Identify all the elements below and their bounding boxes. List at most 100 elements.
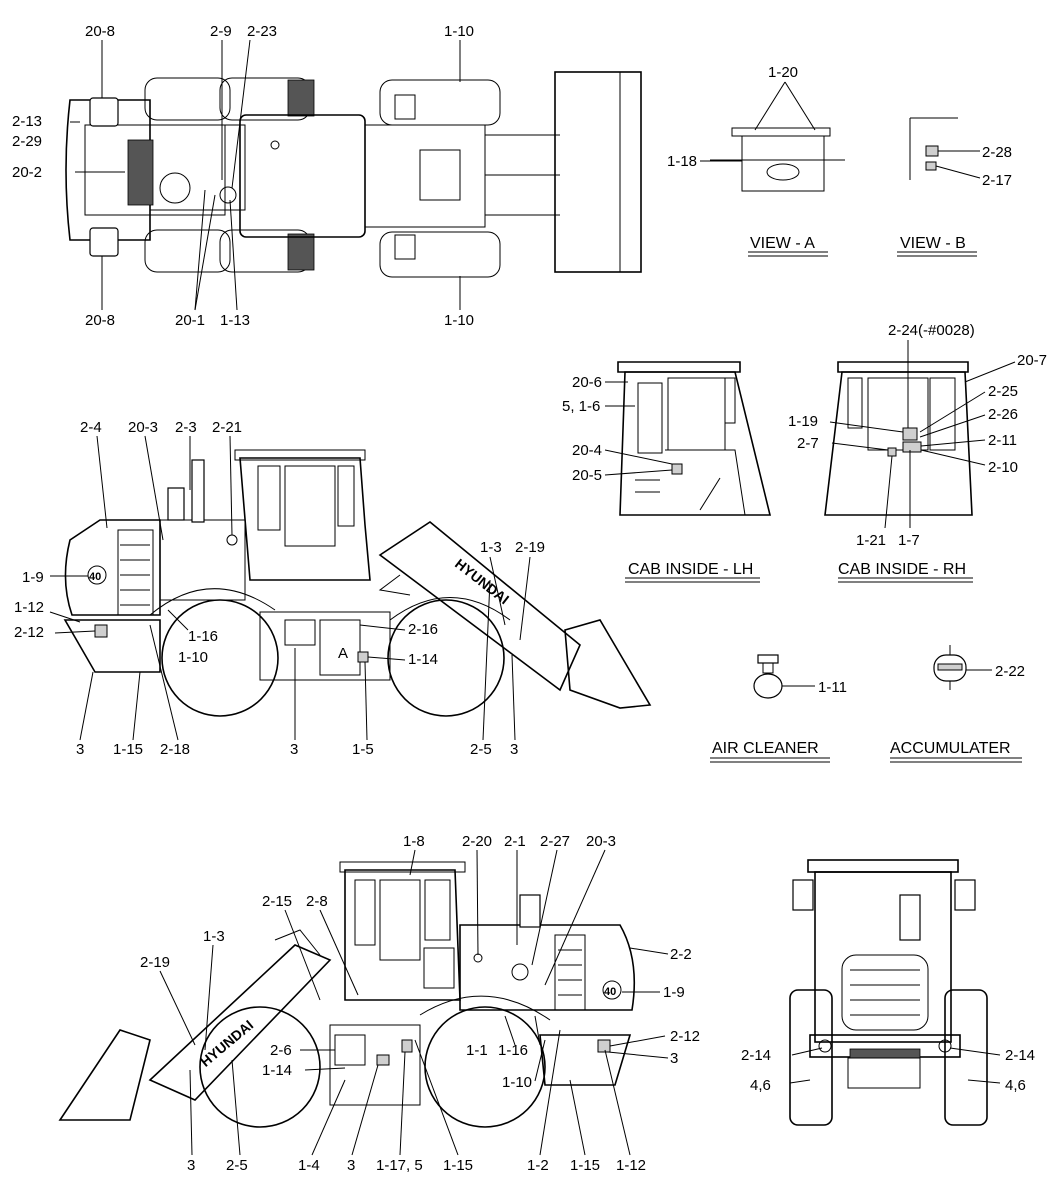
label-1-18: 1-18 xyxy=(667,153,697,170)
rear-view-leaders xyxy=(789,1047,1001,1084)
label-1-7: 1-7 xyxy=(898,532,920,549)
air-cleaner-detail xyxy=(710,654,830,763)
lh-label-3a: 3 xyxy=(76,741,84,758)
rh-label-3b: 3 xyxy=(187,1157,195,1174)
rh-label-1-17-5: 1-17, 5 xyxy=(376,1157,423,1174)
label-20-8-top: 20-8 xyxy=(85,23,115,40)
rh-label-2-2: 2-2 xyxy=(670,946,692,963)
lh-label-3b: 3 xyxy=(290,741,298,758)
label-5-1-6: 5, 1-6 xyxy=(562,398,600,415)
label-1-13: 1-13 xyxy=(220,312,250,329)
caption-cab-inside-lh: CAB INSIDE - LH xyxy=(628,561,753,578)
label-2-25: 2-25 xyxy=(988,383,1018,400)
view-b-detail xyxy=(897,117,981,257)
caption-view-b: VIEW - B xyxy=(900,235,966,252)
label-1-10-top: 1-10 xyxy=(444,23,474,40)
rh-label-1-10: 1-10 xyxy=(502,1074,532,1091)
label-2-28: 2-28 xyxy=(982,144,1012,161)
label-20-7: 20-7 xyxy=(1017,352,1047,369)
label-2-7: 2-7 xyxy=(797,435,819,452)
rh-label-3a: 3 xyxy=(670,1050,678,1067)
label-1-20: 1-20 xyxy=(768,64,798,81)
label-1-11: 1-11 xyxy=(818,679,847,696)
top-view xyxy=(65,71,642,278)
lh-view-a-mark: A xyxy=(338,645,348,662)
rh-label-1-3: 1-3 xyxy=(203,928,225,945)
rh-label-1-14: 1-14 xyxy=(262,1062,292,1079)
lh-side-leaders xyxy=(49,435,531,741)
caption-cab-inside-rh: CAB INSIDE - RH xyxy=(838,561,966,578)
label-2-11: 2-11 xyxy=(988,432,1017,449)
rh-label-1-15a: 1-15 xyxy=(443,1157,473,1174)
lh-decal-40: 40 xyxy=(89,571,101,583)
rh-label-2-19: 2-19 xyxy=(140,954,170,971)
caption-air-cleaner: AIR CLEANER xyxy=(712,740,819,757)
lh-label-2-18: 2-18 xyxy=(160,741,190,758)
lh-label-1-14: 1-14 xyxy=(408,651,438,668)
rh-label-1-16: 1-16 xyxy=(498,1042,528,1059)
label-2-29: 2-29 xyxy=(12,133,42,150)
label-1-10-bottom: 1-10 xyxy=(444,312,474,329)
rh-label-20-3: 20-3 xyxy=(586,833,616,850)
accumulater-detail xyxy=(890,645,1022,763)
lh-label-2-12: 2-12 xyxy=(14,624,44,641)
rh-label-1-8: 1-8 xyxy=(403,833,425,850)
rh-label-3c: 3 xyxy=(347,1157,355,1174)
lh-label-1-10: 1-10 xyxy=(178,649,208,666)
lh-label-1-15: 1-15 xyxy=(113,741,143,758)
rh-label-2-20: 2-20 xyxy=(462,833,492,850)
cab-lh-leaders xyxy=(604,381,760,583)
rh-label-2-27: 2-27 xyxy=(540,833,570,850)
label-2-22: 2-22 xyxy=(995,663,1025,680)
rh-label-1-1: 1-1 xyxy=(466,1042,488,1059)
label-2-17: 2-17 xyxy=(982,172,1012,189)
lh-label-1-5: 1-5 xyxy=(352,741,374,758)
rh-label-1-2: 1-2 xyxy=(527,1157,549,1174)
caption-view-a: VIEW - A xyxy=(750,235,815,252)
label-2-9: 2-9 xyxy=(210,23,232,40)
lh-label-3c: 3 xyxy=(510,741,518,758)
rh-label-1-4: 1-4 xyxy=(298,1157,320,1174)
label-2-23: 2-23 xyxy=(247,23,277,40)
lh-label-2-21: 2-21 xyxy=(212,419,242,436)
label-20-1: 20-1 xyxy=(175,312,205,329)
rh-label-1-15b: 1-15 xyxy=(570,1157,600,1174)
lh-label-20-3: 20-3 xyxy=(128,419,158,436)
lh-side-view xyxy=(63,449,652,717)
label-2-26: 2-26 xyxy=(988,406,1018,423)
rh-label-2-5: 2-5 xyxy=(226,1157,248,1174)
lh-label-2-4: 2-4 xyxy=(80,419,102,436)
rh-label-1-12: 1-12 xyxy=(616,1157,646,1174)
lh-label-2-16: 2-16 xyxy=(408,621,438,638)
lh-label-1-3: 1-3 xyxy=(480,539,502,556)
label-2-24: 2-24(-#0028) xyxy=(888,322,975,339)
rh-label-2-12: 2-12 xyxy=(670,1028,700,1045)
top-view-leaders xyxy=(70,39,461,311)
caption-accumulater: ACCUMULATER xyxy=(890,740,1011,757)
cab-inside-rh-drawing xyxy=(824,361,973,516)
lh-label-1-12: 1-12 xyxy=(14,599,44,616)
rh-label-1-9: 1-9 xyxy=(663,984,685,1001)
rh-side-view xyxy=(58,861,636,1128)
label-20-6: 20-6 xyxy=(572,374,602,391)
view-a-detail xyxy=(700,81,845,257)
rh-decal-40: 40 xyxy=(604,986,616,998)
label-20-5: 20-5 xyxy=(572,467,602,484)
rear-view xyxy=(789,859,988,1126)
lh-label-1-16: 1-16 xyxy=(188,628,218,645)
label-4-6-right: 4,6 xyxy=(1005,1077,1026,1094)
lh-label-2-3: 2-3 xyxy=(175,419,197,436)
label-2-13: 2-13 xyxy=(12,113,42,130)
label-20-8-bottom: 20-8 xyxy=(85,312,115,329)
label-2-10: 2-10 xyxy=(988,459,1018,476)
label-2-14-left: 2-14 xyxy=(741,1047,771,1064)
label-1-19: 1-19 xyxy=(788,413,818,430)
rh-label-2-8: 2-8 xyxy=(306,893,328,910)
cab-rh-leaders xyxy=(829,340,1016,583)
label-2-14-right: 2-14 xyxy=(1005,1047,1035,1064)
lh-label-2-19: 2-19 xyxy=(515,539,545,556)
label-20-2: 20-2 xyxy=(12,164,42,181)
rh-label-2-1: 2-1 xyxy=(504,833,526,850)
